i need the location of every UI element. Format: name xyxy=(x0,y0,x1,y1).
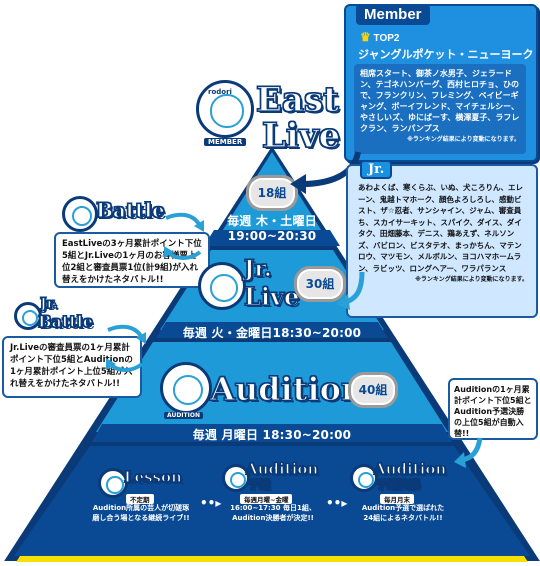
jr-live-emblem-icon xyxy=(198,262,246,310)
audition-emblem-label: AUDITION xyxy=(164,412,203,419)
jr-list-text: あわよくば、寒くらぶ、いぬ、犬ころりん、エレーン、鬼越トマホーク、顔色よろしろし… xyxy=(358,183,523,273)
final-emblem-icon xyxy=(350,464,378,492)
east-live-schedule-days: 毎週 木・土曜日 xyxy=(227,214,317,228)
member-list-box: 相席スタート、御茶ノ水男子、ジェラードン、テゴネハンバーグ、西村ヒロチョ、ひので… xyxy=(354,64,526,154)
prelim-head: 毎週月曜~金曜 xyxy=(240,494,293,504)
jr-battle-arrows-icon xyxy=(106,324,146,372)
final-text: Audition予選で選ばれた24組によるネタバトル!! xyxy=(361,504,445,522)
member-arrow-icon xyxy=(290,151,361,194)
jr-live-groups-badge: 30組 xyxy=(294,266,346,302)
jr-live-schedule: 毎週 火・金曜日18:30~20:00 xyxy=(182,326,362,340)
audition-note: Auditionの1ヶ月累計ポイント下位5組とAudition予選決勝の上位5組… xyxy=(448,378,538,440)
lesson-emblem-icon xyxy=(98,468,128,498)
lesson-head: 不定期 xyxy=(126,494,154,504)
jr-arrow-icon xyxy=(336,271,365,310)
jr-battle-emblem-icon xyxy=(14,302,42,330)
east-live-title-2: Live xyxy=(261,115,341,156)
battle-description: EastLiveの3ヶ月累計ポイント下位5組とJr.Liveの1ヶ月のお客様票上… xyxy=(54,232,210,288)
jr-battle-title-1: Jr. xyxy=(39,295,58,312)
prelim-emblem-icon xyxy=(222,464,250,492)
audition-emblem-icon xyxy=(160,362,212,414)
member-top-group: ジャングルポケット・ニューヨーク xyxy=(358,48,534,61)
lesson-text: Audition所属の芸人が切磋琢磨し合う場となる継続ライブ!! xyxy=(92,504,190,522)
final-sub: 予選決勝 xyxy=(375,477,420,491)
east-live-schedule-time: 19:00~20:30 xyxy=(227,229,317,243)
battle-emblem-icon xyxy=(62,196,98,232)
prelim-text: 16:00~17:30 毎日1組、Audition決勝者が決定!! xyxy=(230,504,316,522)
jr-tag: Jr. xyxy=(360,160,393,179)
member-note: ※ランキング結果により変動になります。 xyxy=(407,136,520,143)
lesson-to-prelim-arrow: ••▸ xyxy=(200,496,222,510)
member-list: 相席スタート、御茶ノ水男子、ジェラードン、テゴネハンバーグ、西村ヒロチョ、ひので… xyxy=(360,69,520,133)
audition-title: Audition xyxy=(209,369,365,408)
jr-panel: Jr. あわよくば、寒くらぶ、いぬ、犬ころりん、エレーン、鬼越トマホーク、顔色よ… xyxy=(346,160,538,318)
audition-schedule: 毎週 月曜日 18:30~20:00 xyxy=(192,428,352,442)
jr-live-title-1: Jr. xyxy=(243,255,272,282)
member-rank-label: ♛ TOP2 xyxy=(360,30,399,44)
jr-list: あわよくば、寒くらぶ、いぬ、犬ころりん、エレーン、鬼越トマホーク、顔色よろしろし… xyxy=(358,182,528,286)
east-live-groups-badge: 18組 xyxy=(246,175,298,211)
audition-groups-badge: 40組 xyxy=(348,372,398,408)
prelim-title: Audition xyxy=(245,459,319,478)
jr-battle-title-2: Battle xyxy=(37,311,93,331)
battle-title: Battle xyxy=(95,197,165,222)
prelim-to-final-arrow: ••▸ xyxy=(326,496,348,510)
final-head: 毎月月末 xyxy=(380,494,414,504)
east-live-emblem-label: MEMBER xyxy=(204,138,247,146)
member-tag: Member xyxy=(356,4,430,25)
east-live-emblem-icon xyxy=(196,80,254,138)
member-panel: Member ♛ TOP2 ジャングルポケット・ニューヨーク 相席スタート、御茶… xyxy=(344,4,538,162)
jr-battle-description: Jr.Liveの審査員票の1ヶ月累計ポイント下位5組とAuditionの1ヶ月累… xyxy=(2,336,142,398)
east-live-emblem-small-logo: rodori xyxy=(208,88,232,96)
member-rank-text: TOP2 xyxy=(373,33,400,44)
final-title: Audition xyxy=(373,459,447,478)
east-live-title-1: East xyxy=(255,79,339,120)
battle-arrows-icon xyxy=(164,212,204,260)
audition-note-arrow-icon xyxy=(454,437,483,468)
lesson-title: Lesson xyxy=(123,467,182,486)
prelim-sub: 予選 xyxy=(247,477,270,491)
crown-icon: ♛ xyxy=(360,30,371,44)
jr-live-title-2: Live xyxy=(243,281,300,311)
jr-note: ※ランキング結果により変動になります。 xyxy=(415,276,528,283)
